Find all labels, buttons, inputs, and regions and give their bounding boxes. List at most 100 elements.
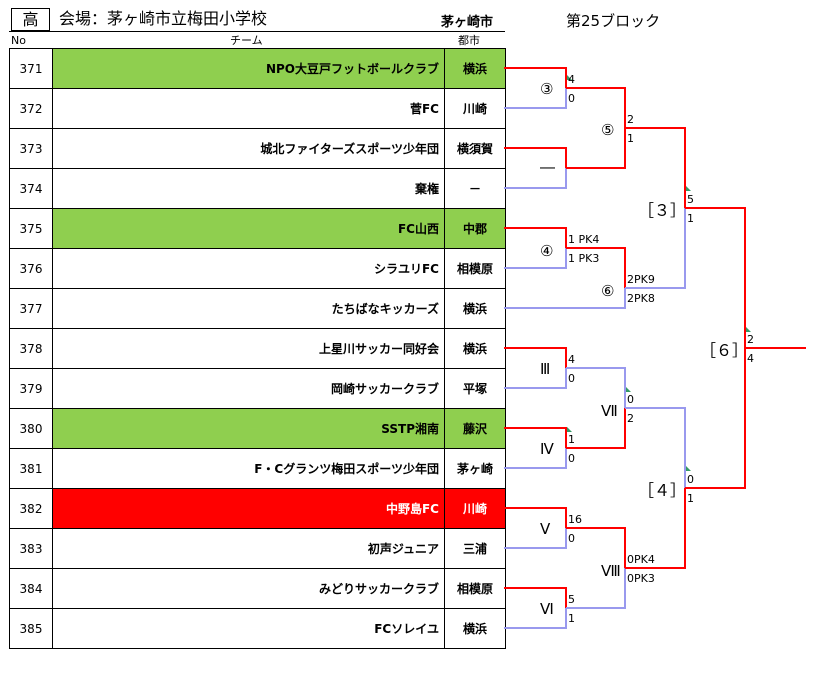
bracket-line-loser [504,528,567,549]
team-name: 岡崎サッカークラブ [52,368,445,409]
match-score: 2 [627,113,634,126]
header-divider [9,31,505,32]
match-label: Ⅳ [540,440,554,458]
match-label: ［４］ [638,481,686,500]
match-score: 4 [568,73,575,86]
bracket-line-winner [685,348,746,489]
team-number: 382 [9,488,53,529]
match-label: ［３］ [638,201,686,220]
host-city: 茅ヶ崎市 [441,15,494,30]
match-label: ― [540,158,555,176]
match-label: Ⅶ [601,402,618,420]
match-score: 0 [568,452,575,465]
match-score: 1 PK4 [568,233,599,246]
match-label: ④ [540,242,553,260]
bracket-line-winner [566,408,626,449]
team-name: シラユリFC [52,248,445,289]
block-title: 第25ブロック [566,12,661,30]
team-city: 横浜 [444,48,506,89]
match-score: 0 [568,92,575,105]
team-city: － [444,168,506,209]
team-number: 374 [9,168,53,209]
team-city: 三浦 [444,528,506,569]
win-marker-icon [626,387,631,392]
team-name: FCソレイユ [52,608,445,649]
match-score: 1 PK3 [568,252,599,265]
match-score: 2 [747,333,754,346]
bracket-line-loser [504,248,567,269]
bracket-line-winner [504,227,567,248]
match-score: 0 [568,372,575,385]
team-city: 中郡 [444,208,506,249]
column-header-team: チーム [230,34,263,47]
team-city: 横浜 [444,328,506,369]
bracket-line-winner [566,247,626,288]
match-label: Ⅴ [540,520,551,538]
match-label: ⑤ [601,121,614,139]
match-score: 4 [568,353,575,366]
bracket-line-loser [566,568,626,609]
match-score: 1 [627,132,634,145]
bracket-line-winner [566,527,626,568]
team-name: みどりサッカークラブ [52,568,445,609]
bracket-line-winner [685,207,746,348]
win-marker-icon [686,186,691,191]
team-city: 横浜 [444,608,506,649]
team-city: 相模原 [444,568,506,609]
team-number: 381 [9,448,53,489]
match-score: 0PK4 [627,553,655,566]
match-score: 1 [568,433,575,446]
team-name: 城北ファイターズスポーツ少年団 [52,128,445,169]
team-name: 菅FC [52,88,445,129]
level-badge: 高 [11,8,50,31]
match-score: 2PK8 [627,292,655,305]
match-label: Ⅲ [540,360,550,378]
team-city: 川崎 [444,88,506,129]
bracket-line-winner [566,87,626,128]
bracket-line-winner [504,507,567,528]
team-city: 相模原 [444,248,506,289]
venue-title: 会場：茅ヶ崎市立梅田小学校 [59,9,268,28]
win-marker-icon [746,327,751,332]
bracket-line-loser [566,367,626,408]
bracket-line-winner [504,67,567,88]
match-score: 1 [568,612,575,625]
team-name: 棄権 [52,168,445,209]
match-score: 4 [747,352,754,365]
match-score: 2 [627,412,634,425]
bracket-line-loser [625,407,686,488]
match-score: 0 [568,532,575,545]
team-number: 379 [9,368,53,409]
bracket-line-winner [625,488,686,569]
match-label: Ⅷ [601,562,621,580]
bracket-line-winner [504,347,567,368]
team-name: 中野島FC [52,488,445,529]
match-label: ［６］ [700,341,748,360]
match-score: 5 [687,193,694,206]
bracket-line-loser [625,208,686,289]
bracket-line-winner [504,427,567,448]
team-number: 378 [9,328,53,369]
match-score: 0PK3 [627,572,655,585]
match-score: 1 [687,212,694,225]
match-score: 2PK9 [627,273,655,286]
column-header-city: 都市 [458,34,480,47]
team-number: 380 [9,408,53,449]
bracket-line-loser [504,88,567,109]
bracket-line-winner [504,147,567,168]
win-marker-icon [686,466,691,471]
